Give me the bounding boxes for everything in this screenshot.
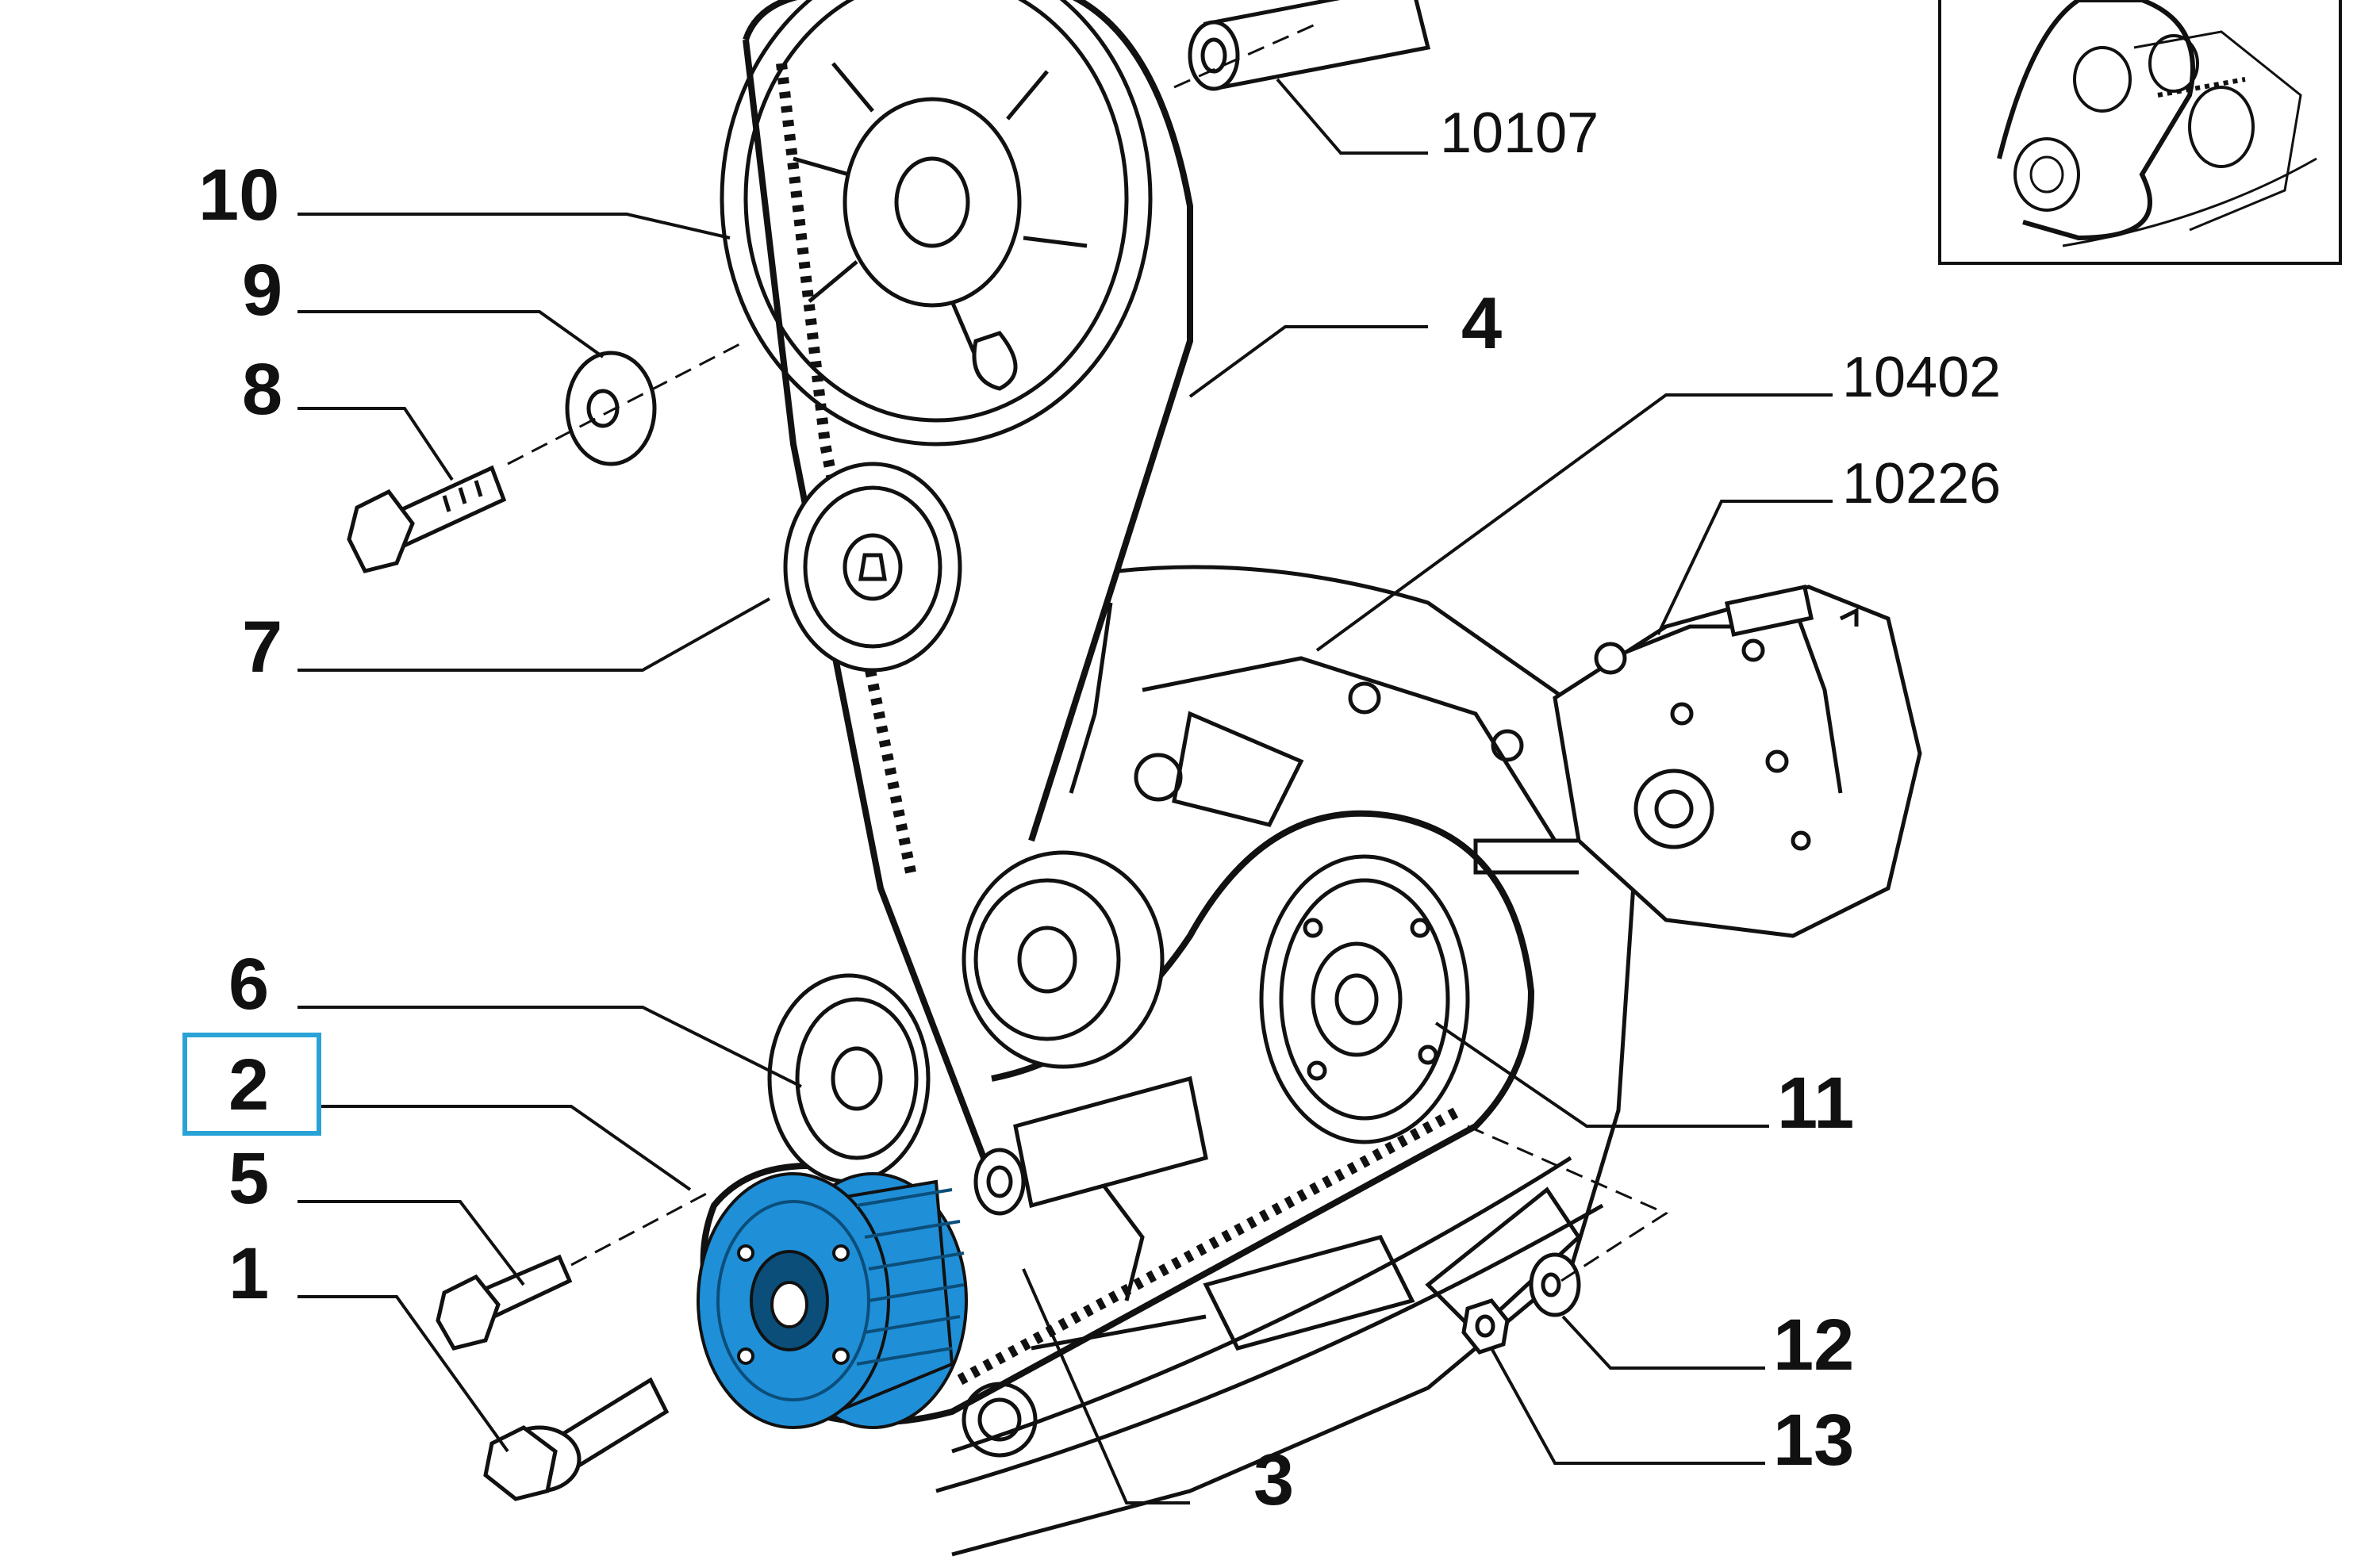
water-pump-pulley [1259, 854, 1470, 1144]
callout-5[interactable]: 5 [228, 1138, 270, 1219]
washer-12 [1529, 1252, 1581, 1317]
ref-10226[interactable]: 10226 [1842, 452, 2002, 516]
callout-2[interactable]: 2 [228, 1044, 270, 1125]
bolt-1 [483, 1377, 670, 1501]
bolt-8 [347, 465, 507, 573]
engine-block [935, 565, 1637, 1557]
callout-10[interactable]: 10 [198, 155, 280, 236]
bolt-5 [436, 1254, 573, 1351]
axis-lines [507, 22, 1669, 1286]
nut-13 [1461, 1298, 1510, 1355]
ref-10107[interactable]: 10107 [1440, 102, 1599, 165]
callout-3[interactable]: 3 [1253, 1439, 1295, 1520]
selected-callout-box [182, 1033, 321, 1136]
callout-1[interactable]: 1 [228, 1233, 270, 1314]
ref-10402[interactable]: 10402 [1842, 346, 2002, 409]
callout-13[interactable]: 13 [1773, 1400, 1855, 1481]
leader-lines [298, 78, 1833, 1504]
callout-4[interactable]: 4 [1461, 283, 1503, 364]
crankshaft [973, 1075, 1208, 1216]
callout-6[interactable]: 6 [228, 944, 270, 1025]
fuel-pump [1473, 585, 1922, 938]
tensioner-pulley-7 [783, 462, 962, 673]
washer-9 [565, 351, 657, 466]
inset-thumbnail [1938, 0, 2342, 265]
callout-9[interactable]: 9 [242, 250, 283, 331]
idler-pulley [962, 850, 1165, 1069]
camshaft [1188, 0, 1431, 91]
camshaft-pulley [720, 0, 1153, 447]
callout-7[interactable]: 7 [242, 607, 283, 688]
crankshaft-sprocket-highlighted [697, 1172, 968, 1429]
tensioner-6 [767, 973, 931, 1184]
callout-8[interactable]: 8 [242, 349, 283, 430]
callout-12[interactable]: 12 [1773, 1305, 1855, 1386]
callout-11[interactable]: 11 [1777, 1063, 1855, 1144]
